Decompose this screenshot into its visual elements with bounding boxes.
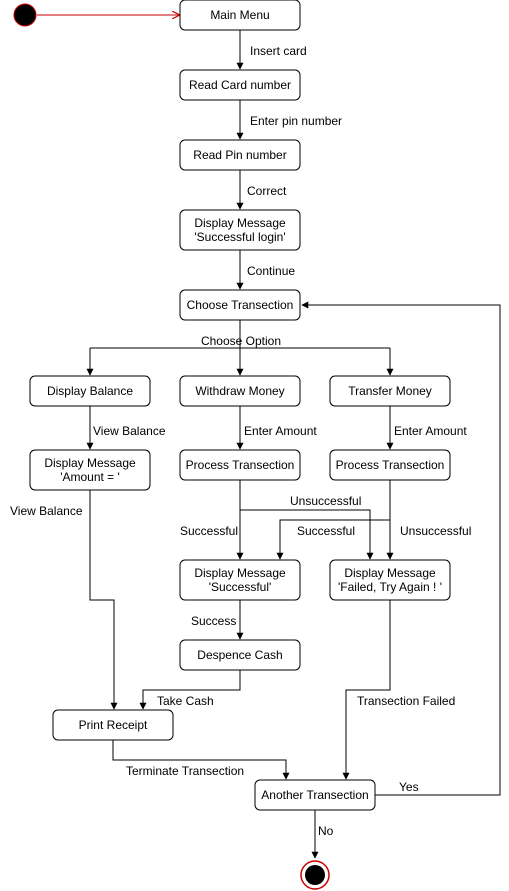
- edge-another-yes-loop: [301, 301, 501, 796]
- label-success: Success: [191, 614, 236, 628]
- label-unsuccessful-1: Unsuccessful: [290, 494, 361, 508]
- label-correct: Correct: [247, 184, 287, 198]
- end-inner-circle: [305, 865, 325, 885]
- label-enter-amount-2: Enter Amount: [394, 424, 467, 438]
- node-process-withdraw: Process Transection: [179, 449, 301, 481]
- edge-receipt-to-another: [112, 740, 290, 780]
- choose-transection-box: [179, 289, 301, 321]
- edge-labels: Insert card Enter pin number Correct Con…: [10, 44, 471, 838]
- display-amount-line2: 'Amount = ': [60, 470, 120, 484]
- edge-cash-to-receipt: [139, 670, 241, 710]
- label-insert-card: Insert card: [250, 44, 307, 58]
- label-transection-failed: Transection Failed: [357, 694, 455, 708]
- display-amount-line1: Display Message: [44, 456, 136, 470]
- transfer-money-box: [329, 375, 451, 407]
- read-pin-label: Read Pin number: [193, 148, 286, 162]
- display-balance-box: [29, 375, 151, 407]
- node-display-failed: Display Message 'Failed, Try Again ! ': [329, 559, 451, 601]
- another-transection-box: [254, 779, 376, 811]
- display-login-line2: 'Successful login': [194, 230, 285, 244]
- edge-failed-to-another: [342, 600, 391, 780]
- node-display-balance: Display Balance: [29, 375, 151, 407]
- edge-transfer-successful: [276, 519, 390, 560]
- read-card-label: Read Card number: [189, 78, 291, 92]
- display-failed-line1: Display Message: [344, 566, 436, 580]
- despence-cash-box: [179, 639, 301, 671]
- display-failed-line2: 'Failed, Try Again ! ': [338, 580, 442, 594]
- node-display-amount: Display Message 'Amount = ': [29, 449, 151, 491]
- label-choose-option: Choose Option: [201, 334, 281, 348]
- main-menu-label: Main Menu: [210, 8, 269, 22]
- display-amount-box: [29, 449, 151, 491]
- display-balance-label: Display Balance: [47, 384, 133, 398]
- read-card-box: [179, 69, 301, 101]
- label-enter-amount-1: Enter Amount: [244, 424, 317, 438]
- label-view-balance-1: View Balance: [93, 424, 166, 438]
- label-terminate: Terminate Transection: [126, 764, 244, 778]
- label-yes: Yes: [399, 780, 419, 794]
- node-display-successful: Display Message 'Successful': [179, 559, 301, 601]
- node-another-transection: Another Transection: [254, 779, 376, 811]
- choose-transection-label: Choose Transection: [187, 298, 294, 312]
- node-read-card: Read Card number: [179, 69, 301, 101]
- label-successful-2: Successful: [297, 524, 355, 538]
- node-main-menu: Main Menu: [179, 0, 301, 31]
- label-successful-1: Successful: [180, 524, 238, 538]
- display-successful-line2: 'Successful': [209, 580, 272, 594]
- edge-withdraw-unsuccessful: [240, 509, 374, 560]
- label-continue: Continue: [247, 264, 295, 278]
- end-node: [300, 860, 330, 890]
- process-transfer-box: [329, 449, 451, 481]
- display-successful-box: [179, 559, 301, 601]
- start-node: [13, 3, 37, 27]
- node-process-transfer: Process Transection: [329, 449, 451, 481]
- process-transfer-label: Process Transection: [336, 458, 445, 472]
- node-display-login: Display Message 'Successful login': [179, 209, 301, 251]
- label-unsuccessful-2: Unsuccessful: [400, 524, 471, 538]
- main-menu-box: [179, 0, 301, 31]
- print-receipt-label: Print Receipt: [79, 718, 148, 732]
- read-pin-box: [179, 139, 301, 171]
- process-withdraw-label: Process Transection: [186, 458, 295, 472]
- display-login-box: [179, 209, 301, 251]
- label-no: No: [318, 824, 334, 838]
- label-take-cash: Take Cash: [157, 694, 214, 708]
- withdraw-money-box: [179, 375, 301, 407]
- display-failed-box: [329, 559, 451, 601]
- node-choose-transection: Choose Transection: [179, 289, 301, 321]
- another-transection-label: Another Transection: [261, 788, 368, 802]
- label-view-balance-2: View Balance: [10, 504, 83, 518]
- despence-cash-label: Despence Cash: [197, 648, 282, 662]
- node-despence-cash: Despence Cash: [179, 639, 301, 671]
- edges: [37, 15, 501, 859]
- node-withdraw-money: Withdraw Money: [179, 375, 301, 407]
- process-withdraw-box: [179, 449, 301, 481]
- start-circle: [13, 3, 37, 27]
- withdraw-money-label: Withdraw Money: [195, 384, 284, 398]
- display-login-line1: Display Message: [194, 216, 286, 230]
- node-transfer-money: Transfer Money: [329, 375, 451, 407]
- edge-amount-to-receipt: [89, 490, 118, 710]
- transfer-money-label: Transfer Money: [348, 384, 432, 398]
- print-receipt-box: [52, 709, 174, 741]
- label-enter-pin: Enter pin number: [250, 114, 342, 128]
- node-read-pin: Read Pin number: [179, 139, 301, 171]
- node-print-receipt: Print Receipt: [52, 709, 174, 741]
- display-successful-line1: Display Message: [194, 566, 286, 580]
